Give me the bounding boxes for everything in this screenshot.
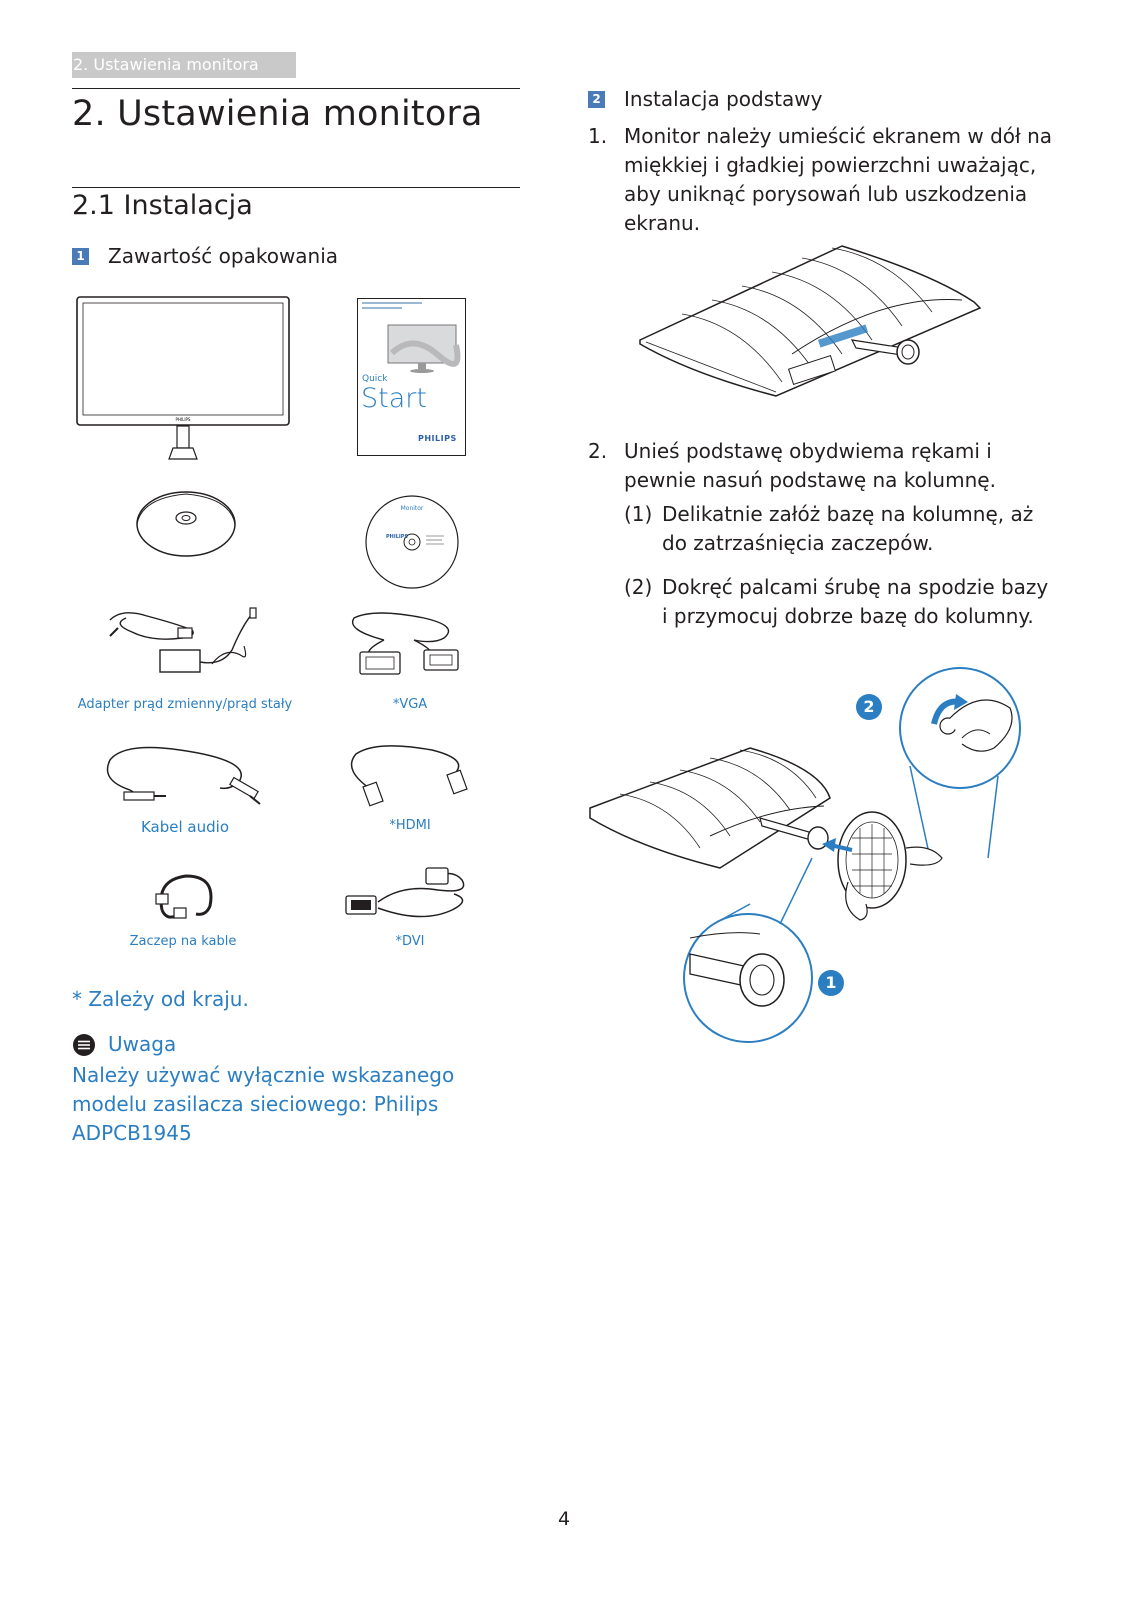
country-note: * Zależy od kraju. xyxy=(72,987,249,1011)
step1-text: Monitor należy umieścić ekranem w dół na… xyxy=(624,124,1053,235)
caption-vga: *VGA xyxy=(392,697,428,712)
svg-text:PHILIPS: PHILIPS xyxy=(176,417,191,422)
page-number: 4 xyxy=(557,1508,571,1530)
callout-2-badge: 2 xyxy=(856,694,882,720)
caption-power-adapter: Adapter prąd zmienny/prąd stały xyxy=(77,697,293,712)
step2-text: Unieś podstawę obydwiema rękami i pewnie… xyxy=(624,439,996,492)
caption-cable-clip: Zaczep na kable xyxy=(129,934,237,949)
step1-number: 1. xyxy=(588,124,608,148)
section-rule xyxy=(72,187,520,188)
svg-text:Monitor: Monitor xyxy=(401,505,424,512)
note-icon xyxy=(73,1034,95,1056)
step2-number: 2. xyxy=(588,439,608,463)
cable-clip-illustration xyxy=(155,874,213,919)
substep2-text: Dokręć palcami śrubę na spodzie bazy i p… xyxy=(662,575,1049,628)
chapter-title: 2. Ustawienia monitora xyxy=(72,94,483,134)
cd-manual-illustration: Monitor PHILIPS xyxy=(365,495,459,589)
package-number-badge: 1 xyxy=(72,248,89,265)
audio-cable-illustration xyxy=(106,746,261,805)
caption-dvi: *DVI xyxy=(395,934,425,949)
section-title: 2.1 Instalacja xyxy=(72,190,253,221)
dvi-cable-illustration xyxy=(345,867,465,918)
qsg-quick-label: Quick xyxy=(362,374,388,384)
stand-installation-heading: Instalacja podstawy xyxy=(624,87,823,111)
qsg-brand-logo: PHILIPS xyxy=(418,434,457,443)
hdmi-cable-illustration xyxy=(350,745,468,807)
stand-number-badge: 2 xyxy=(588,91,605,108)
note-title: Uwaga xyxy=(108,1032,177,1056)
running-head: 2. Ustawienia monitora xyxy=(72,52,296,78)
package-contents-heading: Zawartość opakowania xyxy=(108,244,339,268)
base-assembly-illustration xyxy=(589,667,1021,1043)
qsg-start-label: Start xyxy=(361,383,427,414)
monitor-face-down-illustration xyxy=(639,245,982,397)
caption-hdmi: *HDMI xyxy=(389,818,431,833)
svg-text:PHILIPS: PHILIPS xyxy=(386,534,408,540)
quick-start-guide: Quick Start PHILIPS xyxy=(357,298,466,456)
chapter-rule xyxy=(72,88,520,89)
stand-base-illustration xyxy=(136,491,236,557)
substep1-text: Delikatnie załóż bazę na kolumnę, aż do … xyxy=(662,502,1034,555)
qsg-monitor-photo xyxy=(387,324,461,373)
monitor-illustration: PHILIPS xyxy=(76,296,290,460)
caption-audio-cable: Kabel audio xyxy=(140,818,229,836)
note-text: Należy używać wyłącznie wskazanego model… xyxy=(72,1063,455,1145)
vga-cable-illustration xyxy=(352,612,459,675)
substep2-number: (2) xyxy=(624,575,653,599)
power-adapter-illustration xyxy=(109,607,257,673)
callout-1-badge: 1 xyxy=(818,970,844,996)
substep1-number: (1) xyxy=(624,502,653,526)
